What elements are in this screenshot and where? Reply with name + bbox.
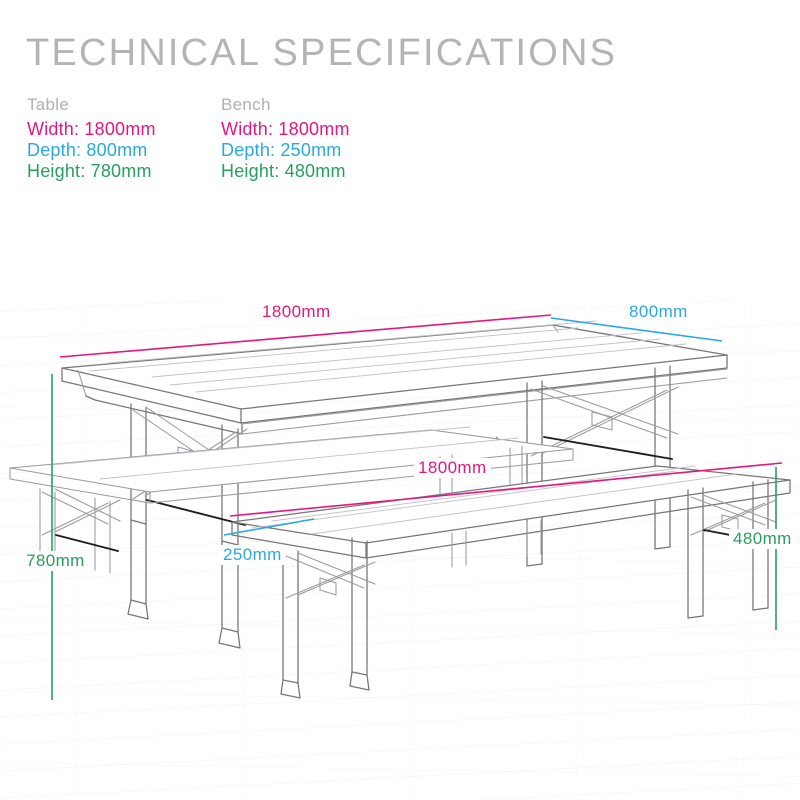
table-leg-left <box>127 403 248 649</box>
spec-block-bench: Bench Width: 1800mm Depth: 250mm Height:… <box>221 95 350 182</box>
dim-line-bench-depth <box>223 518 315 536</box>
bench-front-leg-left <box>280 537 376 699</box>
spec-bench-depth: Depth: 250mm <box>221 140 342 160</box>
spec-bench-width: Width: 1800mm <box>221 119 350 139</box>
bench-front-drawing <box>231 465 791 699</box>
dim-label-table-height: 780mm <box>22 551 89 571</box>
page-title: TECHNICAL SPECIFICATIONS <box>26 32 618 74</box>
dim-label-bench-height: 480mm <box>729 529 796 549</box>
dim-line-bench-width <box>229 462 783 517</box>
spec-table-width: Width: 1800mm <box>27 119 156 139</box>
table-top <box>61 320 728 424</box>
spec-table-height: Height: 780mm <box>27 161 152 181</box>
dim-label-bench-depth: 250mm <box>219 545 286 565</box>
spec-table-depth: Depth: 800mm <box>27 140 148 160</box>
dim-label-table-depth: 800mm <box>625 302 692 322</box>
dim-label-table-width: 1800mm <box>258 302 335 322</box>
bench-back-drawing <box>9 426 574 574</box>
dim-label-bench-width: 1800mm <box>414 458 491 478</box>
spec-heading-bench: Bench <box>221 95 271 114</box>
bench-front-leg-right <box>687 479 777 619</box>
spec-heading-table: Table <box>27 95 70 114</box>
dim-line-table-width <box>59 314 552 358</box>
spec-block-table: Table Width: 1800mm Depth: 800mm Height:… <box>27 95 156 182</box>
table-leg-right <box>526 365 679 567</box>
spec-bench-height: Height: 480mm <box>221 161 346 181</box>
dim-line-table-depth <box>550 317 723 342</box>
